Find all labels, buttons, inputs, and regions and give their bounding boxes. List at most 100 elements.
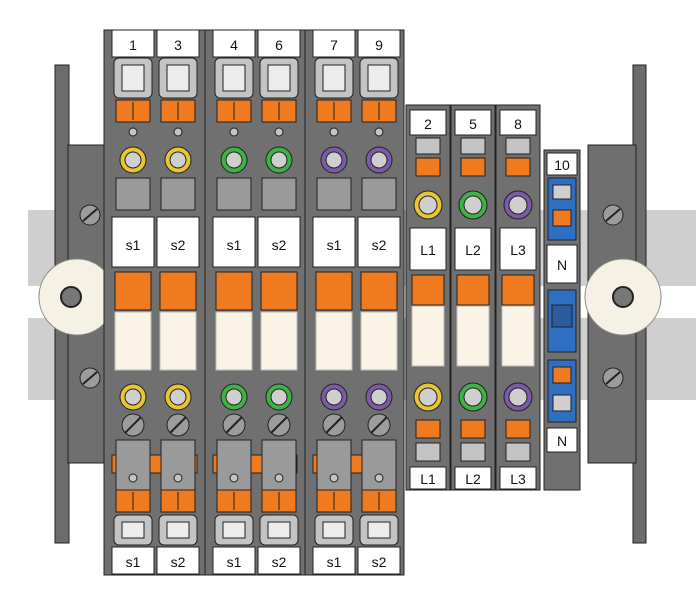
terminal-number: 6	[275, 37, 283, 53]
screw-slot	[124, 416, 142, 434]
wire-entry-icon	[505, 137, 531, 155]
label-plate	[454, 227, 492, 271]
terminal-6: 6 s2 s2	[257, 29, 301, 575]
wire-entry-slot	[367, 521, 391, 539]
fuse-holder-icon	[501, 274, 535, 306]
fuse-holder-icon	[456, 274, 490, 306]
orange-release-lever	[415, 157, 441, 177]
label-plate	[156, 546, 200, 575]
test-socket-icon	[270, 151, 288, 169]
label-plate	[454, 466, 492, 490]
terminal-number: 1	[129, 37, 137, 53]
marker-hole	[173, 473, 183, 483]
label-plate	[409, 227, 447, 271]
number-plate	[409, 109, 447, 136]
test-socket-icon	[463, 195, 483, 215]
label-plate	[357, 216, 401, 268]
terminal-body	[316, 177, 352, 211]
wire-entry-slot	[121, 521, 145, 539]
terminal-label: s2	[272, 237, 287, 253]
number-plate	[312, 29, 356, 58]
orange-release-lever	[552, 209, 572, 227]
number-plate	[357, 29, 401, 58]
wire-entry-slot	[166, 521, 190, 539]
terminal-number: 8	[514, 116, 522, 132]
test-socket-icon	[325, 388, 343, 406]
fuse-holder-icon	[260, 271, 298, 311]
marker-hole	[329, 127, 339, 137]
label-plate	[257, 216, 301, 268]
terminal-label: s2	[171, 554, 186, 570]
orange-release-lever	[460, 157, 486, 177]
screw-slot	[169, 416, 187, 434]
terminal-number: 2	[424, 116, 432, 132]
terminal-label: s2	[171, 237, 186, 253]
terminal-10: 10N N	[543, 149, 581, 491]
test-socket-icon	[418, 387, 438, 407]
wire-entry-slot	[222, 64, 246, 92]
marker-hole	[374, 473, 384, 483]
label-plate	[257, 546, 301, 575]
terminal-number: 9	[375, 37, 383, 53]
terminal-body	[261, 177, 297, 211]
marker-hole	[173, 127, 183, 137]
wire-entry-slot	[121, 64, 145, 92]
label-plate	[156, 216, 200, 268]
label-plate	[499, 227, 537, 271]
label-plate	[212, 216, 256, 268]
fuse-holder-icon	[360, 271, 398, 311]
terminal-body	[216, 177, 252, 211]
terminal-label: s1	[126, 554, 141, 570]
number-plate	[454, 109, 492, 136]
label-plate	[212, 546, 256, 575]
wire-entry-slot	[322, 64, 346, 92]
test-socket-icon	[325, 151, 343, 169]
wire-entry-icon	[415, 137, 441, 155]
test-socket-icon	[370, 388, 388, 406]
terminal-number: 4	[230, 37, 238, 53]
terminal-body	[361, 177, 397, 211]
screw-slot	[270, 416, 288, 434]
terminal-label: s2	[272, 554, 287, 570]
fuse-holder-icon	[411, 274, 445, 306]
marker-hole	[128, 127, 138, 137]
orange-release-lever	[505, 157, 531, 177]
label-plate	[111, 216, 155, 268]
test-socket-icon	[169, 388, 187, 406]
test-socket-icon	[225, 388, 243, 406]
terminal-number: 10	[554, 157, 570, 173]
fuse-holder-icon	[215, 271, 253, 311]
wire-entry-slot	[322, 521, 346, 539]
orange-release-lever	[505, 419, 531, 439]
label-plate	[546, 244, 578, 284]
label-plate	[111, 546, 155, 575]
neutral-slider	[551, 304, 573, 328]
terminal-label: N	[557, 257, 567, 273]
terminal-number: 7	[330, 37, 338, 53]
marker-hole	[229, 473, 239, 483]
terminal-label: L1	[420, 471, 436, 487]
wire-entry-slot	[267, 64, 291, 92]
terminal-label: L2	[465, 471, 481, 487]
number-plate	[212, 29, 256, 58]
label-plate	[312, 546, 356, 575]
screw-slot	[370, 416, 388, 434]
disconnect-window	[315, 311, 353, 371]
terminal-body	[115, 177, 151, 211]
right-end-bracket	[584, 64, 662, 544]
label-plate	[357, 546, 401, 575]
label-plate	[499, 466, 537, 490]
test-socket-icon	[463, 387, 483, 407]
terminal-label: L3	[510, 471, 526, 487]
fuse-holder-icon	[159, 271, 197, 311]
wire-entry-icon	[460, 442, 486, 462]
number-plate	[499, 109, 537, 136]
wire-entry-slot	[267, 521, 291, 539]
fuse-holder-icon	[114, 271, 152, 311]
terminal-number: 5	[469, 116, 477, 132]
wire-entry-slot	[367, 64, 391, 92]
terminal-label: N	[557, 433, 567, 449]
